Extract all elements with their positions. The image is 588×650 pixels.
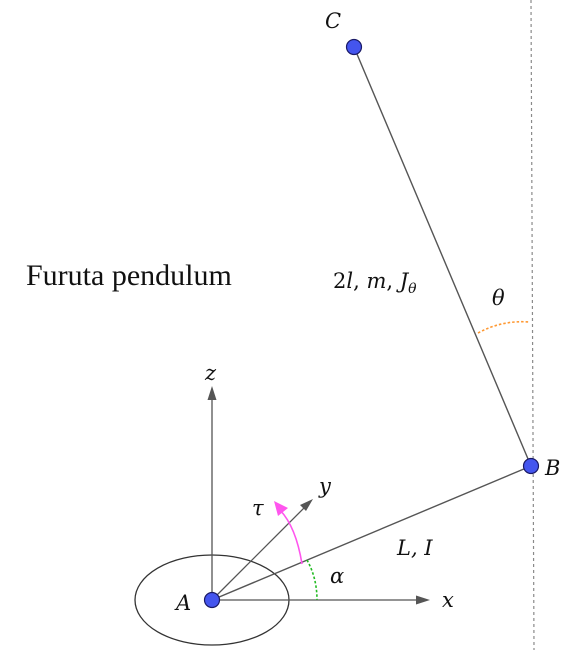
alpha-arc <box>306 559 318 601</box>
label-B: B <box>544 456 560 480</box>
label-z-axis: z <box>204 361 217 385</box>
label-theta: θ <box>492 286 505 310</box>
diagram-title: Furuta pendulum <box>26 259 232 292</box>
label-pendulum-comma-2: , <box>386 269 399 293</box>
label-x-axis: x <box>442 588 454 612</box>
label-A: A <box>174 591 191 615</box>
label-pendulum: 2l, m, Jθ <box>333 269 417 297</box>
label-alpha: α <box>330 564 344 588</box>
y-axis <box>211 506 306 601</box>
z-axis-arrowhead <box>207 386 217 400</box>
theta-arc <box>477 320 530 334</box>
torque-arc <box>279 509 303 565</box>
label-y-axis: y <box>318 474 332 498</box>
pendulum-BC <box>353 46 532 467</box>
vertical-reference-line <box>530 0 535 650</box>
label-pendulum-two: 2 <box>333 269 346 293</box>
torque-arrowhead <box>274 501 288 516</box>
y-axis-arrowhead <box>300 499 313 511</box>
label-pendulum-l: l <box>346 269 353 293</box>
label-pendulum-J: J <box>396 269 410 293</box>
label-pendulum-J-sub: θ <box>408 281 417 297</box>
label-pendulum-comma-1: , <box>353 269 366 293</box>
node-C <box>345 38 363 56</box>
label-pendulum-m: m <box>366 269 386 293</box>
label-tau: τ <box>252 496 264 520</box>
label-arm-LI: L, I <box>396 536 433 560</box>
label-C: C <box>325 9 341 33</box>
node-B <box>522 457 540 475</box>
node-A <box>203 591 221 609</box>
x-axis-arrowhead <box>416 595 430 605</box>
arm-AB <box>211 465 532 601</box>
